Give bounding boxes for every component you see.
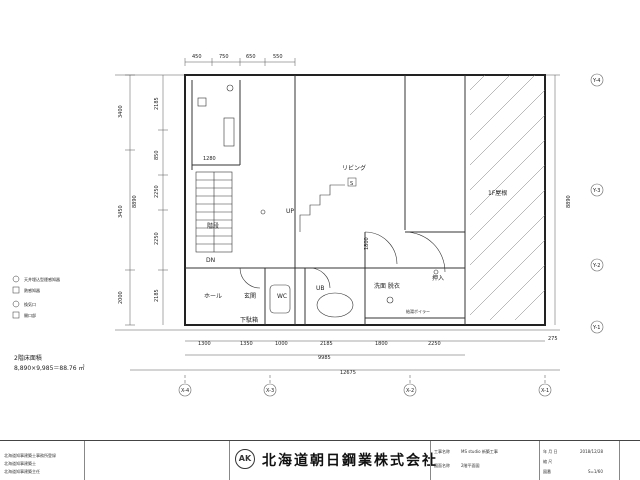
meta-cell: 年 月 日 2018/12/28 縮 尺 図番 S=1/60 — [540, 441, 620, 480]
dim-ub-width: 1800 — [364, 237, 370, 250]
dim-left-outer: 3400 — [118, 105, 124, 118]
grid-label: Y-4 — [592, 78, 600, 84]
drawing-name: 2階平面図 — [461, 463, 480, 468]
room-hall: ホール — [204, 293, 222, 300]
area-summary: 2階床面積 8,890×9,985＝88.76 ㎡ — [14, 354, 84, 372]
roof-hatch — [469, 74, 546, 321]
room-living: リビング — [342, 164, 366, 172]
grid-label: X-1 — [541, 388, 549, 394]
drawing-label: 図面名称 — [434, 463, 450, 468]
project-name: MS studio 新築工事 — [461, 449, 498, 454]
dimension-lines — [115, 58, 560, 371]
license-line: 北海道知事建築士 — [4, 461, 36, 466]
label-dn: DN — [206, 257, 215, 264]
dim-left-inner: 850 — [154, 150, 160, 160]
stairs — [195, 171, 233, 253]
room-washroom: 洗面 脱衣 — [374, 282, 400, 290]
dim-top: 450 — [192, 54, 202, 60]
date-label: 年 月 日 — [543, 449, 558, 454]
dim-bottom: 2250 — [428, 341, 441, 347]
dim-stair-width: 1280 — [203, 156, 216, 162]
room-closet: 押入 — [432, 274, 444, 282]
legend-item: 熱感知器 — [24, 287, 40, 293]
license-line: 北海道知事建築主任 — [4, 469, 40, 474]
dim-left-inner: 2250 — [154, 185, 160, 198]
room-entrance: 玄関 — [244, 292, 256, 300]
legend: 天井埋込型煙感知器 熱感知器 換気口 開口部 — [12, 275, 60, 319]
dim-total-outer: 12675 — [340, 370, 356, 376]
grid-label: Y-2 — [592, 263, 600, 269]
area-label: 2階床面積 — [14, 354, 42, 362]
dim-total-inner: 9985 — [318, 355, 331, 361]
dim-left-inner: 2185 — [154, 97, 160, 110]
sheet-label: 図番 — [543, 469, 551, 474]
label-water-heater: 給湯ボイラー — [406, 308, 430, 314]
legend-item: 換気口 — [24, 301, 36, 307]
dim-left-inner: 2250 — [154, 232, 160, 245]
dim-top: 750 — [219, 54, 229, 60]
fixtures — [197, 84, 446, 318]
grid-label: X-3 — [266, 388, 274, 394]
legend-item: 天井埋込型煙感知器 — [24, 276, 60, 282]
dim-left-outer: 2000 — [118, 291, 124, 304]
grid-label: X-2 — [406, 388, 414, 394]
grid-label: Y-1 — [592, 325, 600, 331]
room-ub: UB — [316, 285, 325, 292]
company-logo: AK — [235, 449, 255, 469]
room-roof: 1F屋根 — [488, 189, 507, 197]
label-up: UP — [286, 208, 294, 215]
dim-bottom: 2185 — [320, 341, 333, 347]
room-wc: WC — [277, 293, 287, 300]
revision-cell — [85, 441, 230, 480]
company-name: 北海道朝日鋼業株式会社 — [262, 453, 438, 469]
dimension-text: 450 750 650 550 1300 1350 1000 2185 1800… — [118, 54, 572, 376]
room-labels: リビング S UP 階段 DN ホール 玄関 WC UB 洗面 脱衣 押入 下駄… — [204, 164, 507, 324]
project-label: 工事名称 — [434, 449, 450, 454]
license-line: 北海道知事建築士事務所登録 — [4, 453, 56, 458]
room-stairs: 階段 — [207, 222, 219, 230]
interior-walls — [185, 75, 466, 325]
title-block: 北海道知事建築士事務所登録 北海道知事建築士 北海道知事建築主任 AK 北海道朝… — [0, 440, 640, 480]
dim-bottom: 1000 — [275, 341, 288, 347]
dim-left-inner: 2185 — [154, 289, 160, 302]
dim-top: 550 — [273, 54, 283, 60]
date-value: 2018/12/28 — [580, 449, 604, 454]
area-value: 8,890×9,985＝88.76 ㎡ — [14, 364, 84, 372]
dim-left-outer: 3450 — [118, 205, 124, 218]
legend-item: 開口部 — [24, 312, 36, 318]
dim-left-total: 8890 — [132, 195, 138, 208]
dim-bottom: 1350 — [240, 341, 253, 347]
dim-right-small: 275 — [548, 336, 558, 342]
grid-label: Y-3 — [592, 188, 600, 194]
license-cell: 北海道知事建築士事務所登録 北海道知事建築士 北海道知事建築主任 — [0, 441, 85, 480]
stairs-up — [299, 184, 345, 232]
grid-label: X-4 — [181, 388, 189, 394]
scale-label: 縮 尺 — [543, 459, 553, 464]
dim-top: 650 — [246, 54, 256, 60]
dim-right-total: 8890 — [566, 195, 572, 208]
scale-value: S=1/60 — [588, 469, 603, 474]
smoke-detector-mark: S — [350, 181, 353, 187]
project-cell: 工事名称 MS studio 新築工事 図面名称 2階平面図 — [430, 441, 540, 480]
dim-bottom: 1800 — [375, 341, 388, 347]
room-shoebox: 下駄箱 — [240, 316, 258, 324]
grid-axes — [178, 73, 604, 397]
dim-bottom: 1300 — [198, 341, 211, 347]
